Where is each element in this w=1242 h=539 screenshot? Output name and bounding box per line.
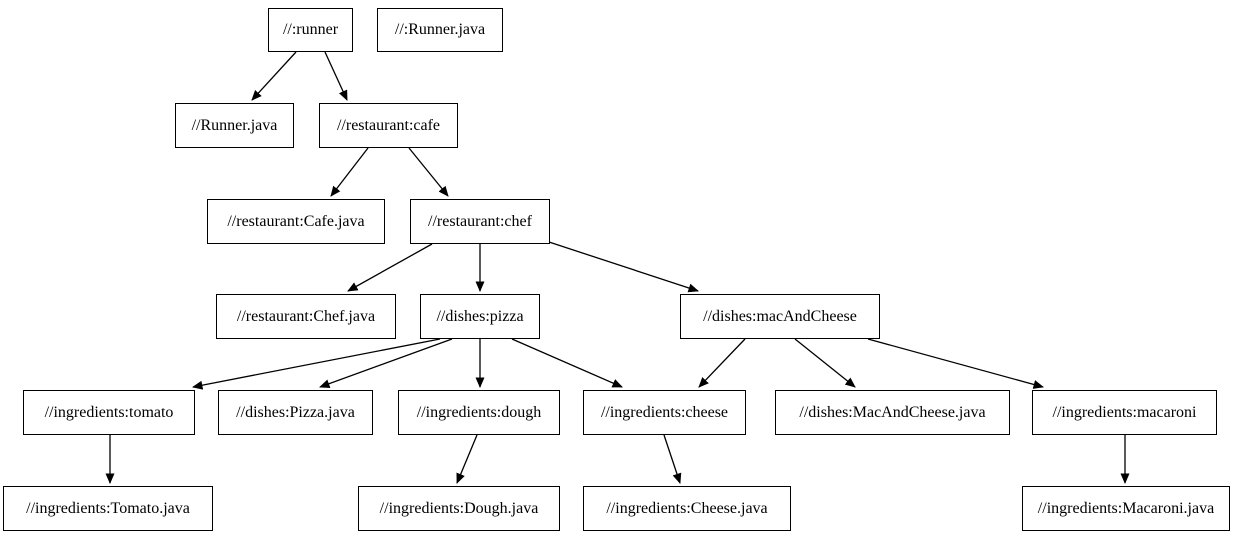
graph-node-macaroni: //ingredients:macaroni <box>1032 390 1217 435</box>
graph-node-tomato_java: //ingredients:Tomato.java <box>3 486 213 531</box>
edge-mac_and_cheese-to-mac_and_cheese_java <box>794 338 856 388</box>
edge-pizza-to-cheese <box>511 338 623 388</box>
graph-node-dough: //ingredients:dough <box>398 390 560 435</box>
edge-pizza-to-pizza_java <box>319 338 453 388</box>
graph-node-runner: //:runner <box>268 8 353 52</box>
graph-node-cafe: //restaurant:cafe <box>319 103 458 148</box>
edge-chef-to-chef_java <box>347 243 433 292</box>
edge-mac_and_cheese-to-macaroni <box>867 338 1044 389</box>
graph-node-runner_java: //Runner.java <box>175 103 294 148</box>
graph-node-cheese_java: //ingredients:Cheese.java <box>583 486 791 531</box>
edge-mac_and_cheese-to-cheese <box>698 338 746 388</box>
graph-node-mac_and_cheese_java: //dishes:MacAndCheese.java <box>775 390 1010 435</box>
edge-runner-to-cafe <box>324 51 348 101</box>
edge-cheese-to-cheese_java <box>663 434 682 484</box>
edge-cafe-to-cafe_java <box>330 147 369 197</box>
graph-node-pizza: //dishes:pizza <box>420 294 540 339</box>
graph-node-runner_java_lib: //:Runner.java <box>377 8 503 52</box>
graph-node-tomato: //ingredients:tomato <box>23 390 195 435</box>
graph-node-mac_and_cheese: //dishes:macAndCheese <box>680 294 880 339</box>
graph-node-macaroni_java: //ingredients:Macaroni.java <box>1022 486 1230 531</box>
graph-edges <box>105 51 1130 484</box>
edge-dough-to-dough_java <box>456 434 478 484</box>
graph-node-chef: //restaurant:chef <box>410 199 550 244</box>
graph-node-chef_java: //restaurant:Chef.java <box>216 294 396 339</box>
edge-cafe-to-chef <box>408 147 449 197</box>
edge-chef-to-mac_and_cheese <box>548 241 699 293</box>
graph-node-cafe_java: //restaurant:Cafe.java <box>207 199 385 244</box>
edge-pizza-to-tomato <box>192 338 441 390</box>
graph-node-cheese: //ingredients:cheese <box>583 390 746 435</box>
edge-runner-to-runner_java <box>251 51 297 101</box>
graph-node-pizza_java: //dishes:Pizza.java <box>218 390 373 435</box>
graph-node-dough_java: //ingredients:Dough.java <box>358 486 560 531</box>
